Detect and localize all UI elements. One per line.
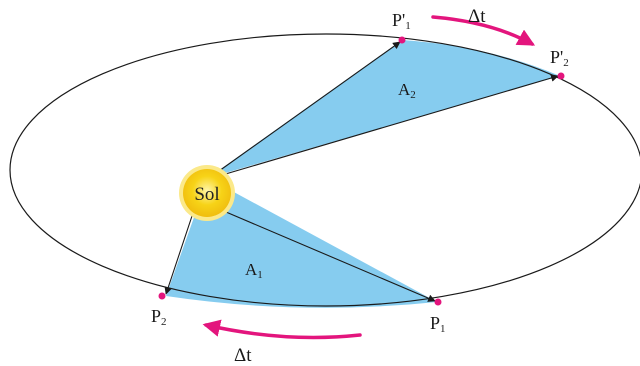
time-arc-bottom xyxy=(202,319,362,340)
label-p2: P2 xyxy=(151,306,167,328)
label-area-a1: A1 xyxy=(245,260,263,281)
sun-label: Sol xyxy=(194,184,219,205)
time-arc-top xyxy=(431,15,536,46)
area-a1 xyxy=(166,178,437,308)
label-p1: P1 xyxy=(430,313,446,335)
radius-to-p1 xyxy=(225,211,436,302)
marker-p1 xyxy=(434,298,442,306)
area-a2 xyxy=(208,40,560,178)
orbit-ellipse xyxy=(9,33,640,307)
radius-to-p1-prime xyxy=(211,41,401,177)
label-p1-prime: P'1 xyxy=(392,10,411,32)
label-area-a2: A2 xyxy=(398,80,416,101)
label-time-top: Δt xyxy=(468,6,486,27)
marker-p1-prime xyxy=(398,36,406,44)
label-p2-prime: P'2 xyxy=(550,47,569,69)
marker-p2-prime xyxy=(557,72,565,80)
sun-icon xyxy=(183,169,231,217)
marker-p2 xyxy=(158,292,166,300)
label-time-bottom: Δt xyxy=(234,345,252,366)
radius-to-p2-prime xyxy=(211,74,559,179)
radius-to-p2 xyxy=(164,203,197,295)
